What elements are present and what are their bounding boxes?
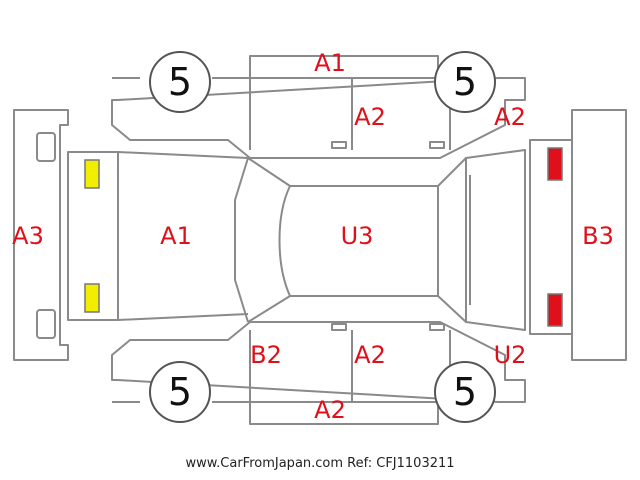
front-bumper [13,109,69,361]
code-rear-bumper: B3 [582,222,614,250]
tire-front-right: 5 [149,361,211,423]
tire-rear-right: 5 [434,361,496,423]
taillight-top [547,147,563,181]
svg-text:5: 5 [453,60,477,104]
code-front-bumper: A3 [12,222,44,250]
code-front-fender-lower: B2 [250,341,282,369]
taillight-bottom [547,293,563,327]
reference-footer: www.CarFromJapan.com Ref: CFJ1103211 [185,456,455,471]
svg-text:5: 5 [168,370,192,414]
headlight-bottom [84,283,100,313]
code-rear-quarter-upper: A2 [494,103,526,131]
tire-front-left: 5 [149,51,211,113]
headlight-top [84,159,100,189]
code-roof: U3 [341,222,374,250]
svg-text:5: 5 [453,370,477,414]
rear-bumper [529,109,627,361]
code-front-door-upper: A2 [354,103,386,131]
code-rocker-bottom-edge: A2 [314,396,346,424]
svg-text:5: 5 [168,60,192,104]
code-rear-quarter-lower: U2 [494,341,527,369]
hood [67,151,249,321]
code-front-door-lower: A2 [354,341,386,369]
tire-rear-left: 5 [434,51,496,113]
code-roof-top-edge: A1 [314,49,346,77]
code-hood: A1 [160,222,192,250]
